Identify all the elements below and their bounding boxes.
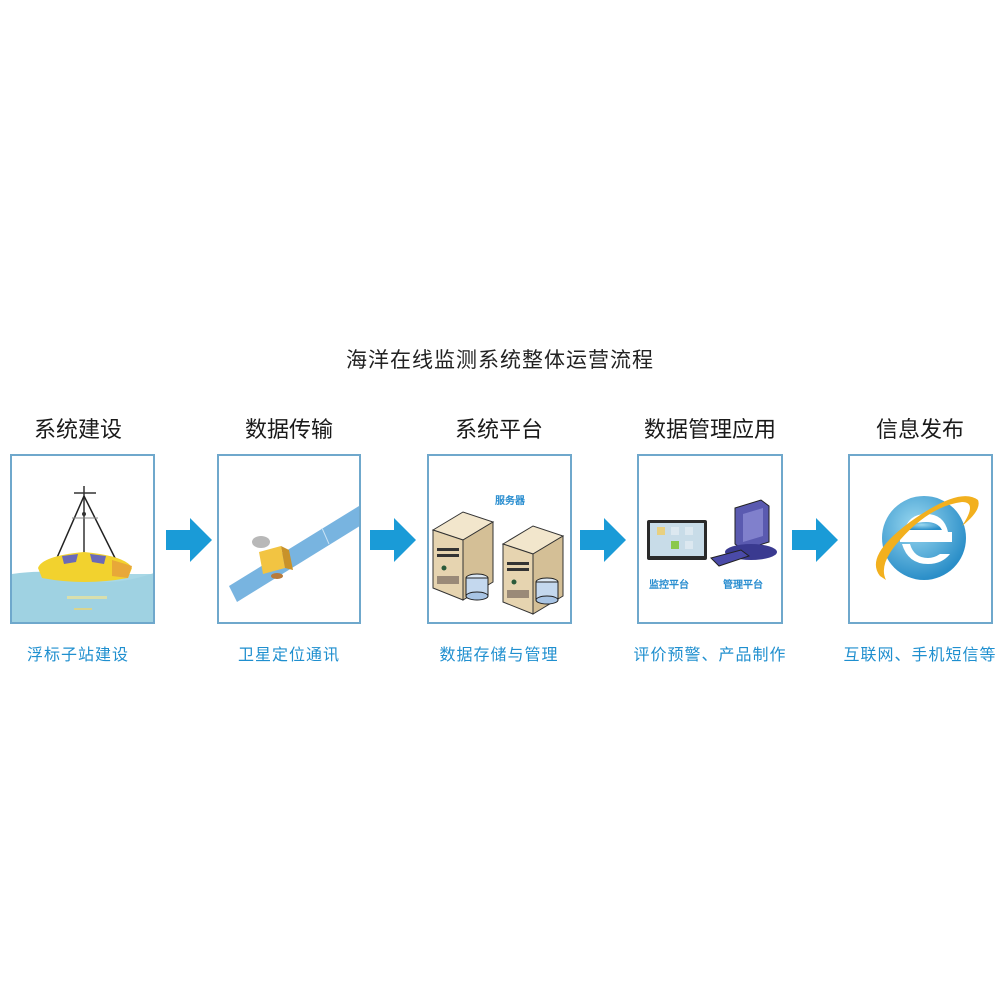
stage-box-buoy [10, 454, 155, 624]
stage-heading-system-platform: 系统平台 [454, 418, 543, 443]
satellite-icon [229, 506, 359, 602]
arrow-right-icon [580, 518, 626, 562]
stage-caption-internet: 互联网、手机短信等 [843, 645, 997, 664]
buoy-icon [12, 486, 153, 622]
stage-caption-buoy: 浮标子站建设 [26, 645, 129, 664]
server-label: 服务器 [495, 496, 525, 507]
stage-box-internet [848, 454, 993, 624]
server-icon [431, 511, 565, 615]
arrow-right-icon [166, 518, 212, 562]
internet-explorer-icon [875, 496, 979, 580]
stage-box-satellite [217, 454, 361, 624]
stage-caption-platforms: 评价预警、产品制作 [633, 645, 787, 664]
stage-heading-data-management: 数据管理应用 [643, 418, 776, 443]
stage-heading-system-construction: 系统建设 [33, 418, 122, 443]
arrow-right-icon [370, 518, 416, 562]
monitoring-platform-label: 监控平台 [649, 580, 689, 591]
stage-box-platforms: 监控平台 管理平台 [637, 454, 783, 624]
arrow-right-icon [792, 518, 838, 562]
diagram-title: 海洋在线监测系统整体运营流程 [346, 348, 654, 372]
stage-heading-data-transmission: 数据传输 [244, 418, 333, 443]
stage-heading-info-release: 信息发布 [875, 418, 964, 443]
stage-caption-servers: 数据存储与管理 [439, 645, 559, 664]
monitor-computer-icon [647, 499, 777, 567]
stage-caption-satellite: 卫星定位通讯 [237, 645, 340, 664]
stage-box-servers: 服务器 [427, 454, 572, 624]
management-platform-label: 管理平台 [723, 580, 763, 591]
